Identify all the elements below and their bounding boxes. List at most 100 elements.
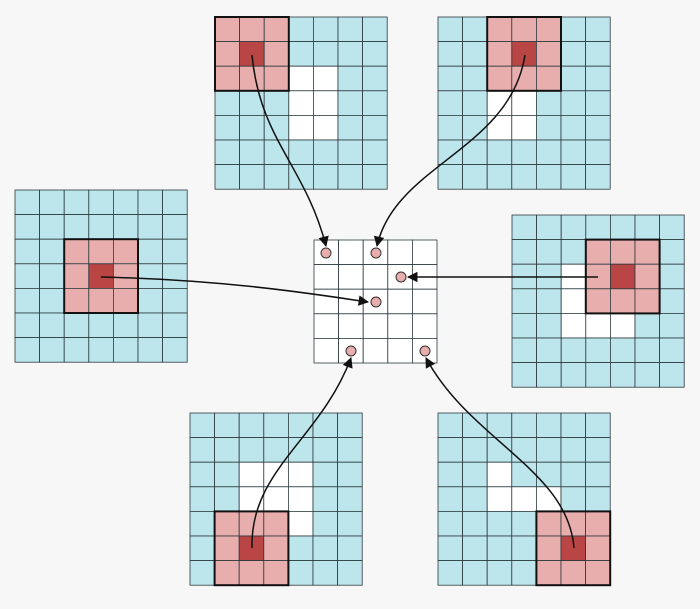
grid-cell (214, 164, 241, 190)
grid-cell (337, 486, 363, 512)
grid-cell (287, 510, 314, 537)
grid-cell (536, 337, 562, 364)
grid-cell (511, 337, 538, 364)
output-marker (370, 247, 382, 259)
grid-cell (39, 214, 65, 240)
grid-cell (362, 164, 388, 190)
output-marker (345, 345, 357, 357)
grid-cell (312, 41, 339, 67)
grid-cell (287, 535, 314, 562)
input-grid-bottom-right (437, 412, 612, 587)
grid-cell (239, 90, 265, 116)
grid-cell (610, 312, 636, 339)
kernel-cell (263, 535, 289, 562)
kernel-cell (585, 560, 611, 586)
grid-cell (214, 139, 241, 166)
grid-cell (312, 115, 339, 141)
grid-cell (560, 337, 587, 364)
grid-cell (14, 214, 41, 240)
kernel-cell (585, 535, 611, 562)
grid-cell (337, 65, 364, 92)
kernel-cell (610, 288, 636, 314)
grid-cell (634, 214, 661, 241)
grid-cell (214, 412, 240, 439)
grid-cell (536, 362, 562, 388)
grid-cell (189, 560, 216, 586)
grid-cell (634, 362, 661, 388)
kernel-cell (238, 560, 265, 586)
grid-cell (238, 486, 265, 512)
grid-cell (536, 461, 562, 488)
grid-cell (362, 41, 388, 67)
kernel-cell (214, 510, 240, 537)
grid-cell (585, 362, 611, 388)
output-cell (411, 239, 438, 266)
grid-cell (585, 486, 611, 512)
grid-cell (486, 164, 513, 190)
output-cell (313, 288, 340, 315)
kernel-cell (113, 263, 139, 289)
grid-cell (337, 164, 364, 190)
grid-cell (362, 16, 388, 43)
grid-cell (214, 461, 240, 488)
grid-cell (536, 288, 562, 314)
grid-cell (337, 535, 363, 562)
grid-cell (137, 189, 164, 216)
grid-cell (288, 139, 314, 166)
grid-cell (312, 560, 339, 586)
grid-cell (560, 239, 587, 265)
grid-cell (288, 65, 314, 92)
grid-cell (162, 312, 188, 339)
kernel-cell (214, 16, 241, 43)
grid-cell (511, 90, 537, 116)
kernel-cell (214, 535, 240, 562)
grid-cell (560, 461, 587, 488)
grid-cell (511, 412, 537, 439)
output-marker (370, 296, 382, 308)
grid-cell (337, 115, 364, 141)
grid-cell (585, 41, 611, 67)
grid-cell (437, 90, 464, 116)
kernel-window-border (486, 16, 563, 92)
arrow-from-bottom-left (251, 357, 353, 549)
kernel-cell (536, 535, 562, 562)
grid-cell (312, 16, 339, 43)
grid-cell (560, 437, 587, 463)
kernel-center-cell (610, 263, 636, 290)
output-cell (362, 313, 389, 339)
grid-cell (288, 90, 314, 116)
grid-cell (585, 437, 611, 463)
grid-cell (189, 535, 216, 562)
grid-cell (337, 461, 363, 488)
grid-cell (486, 115, 513, 141)
grid-cell (585, 90, 611, 116)
grid-cell (437, 535, 464, 562)
output-cell (387, 239, 413, 266)
grid-cell (263, 164, 290, 190)
kernel-cell (536, 41, 562, 67)
grid-cell (287, 486, 314, 512)
kernel-cell (239, 65, 265, 92)
kernel-window-border (63, 238, 139, 314)
grid-cell (511, 560, 537, 586)
grid-cell (337, 139, 364, 166)
kernel-cell (113, 238, 139, 265)
grid-cell (137, 287, 164, 314)
grid-cell (659, 337, 685, 364)
output-cell (313, 337, 340, 364)
grid-cell (312, 412, 339, 439)
grid-cell (88, 312, 114, 339)
grid-cell (14, 263, 41, 289)
grid-cell (536, 164, 562, 190)
grid-cell (88, 189, 114, 216)
grid-cell (560, 115, 587, 141)
grid-cell (63, 337, 90, 363)
output-markers (320, 247, 431, 357)
grid-cell (312, 164, 339, 190)
grid-cell (137, 337, 164, 363)
grid-cell (536, 115, 562, 141)
kernel-cell (63, 287, 90, 314)
grid-cell (560, 41, 587, 67)
grid-cell (337, 412, 363, 439)
grid-cell (14, 337, 41, 363)
